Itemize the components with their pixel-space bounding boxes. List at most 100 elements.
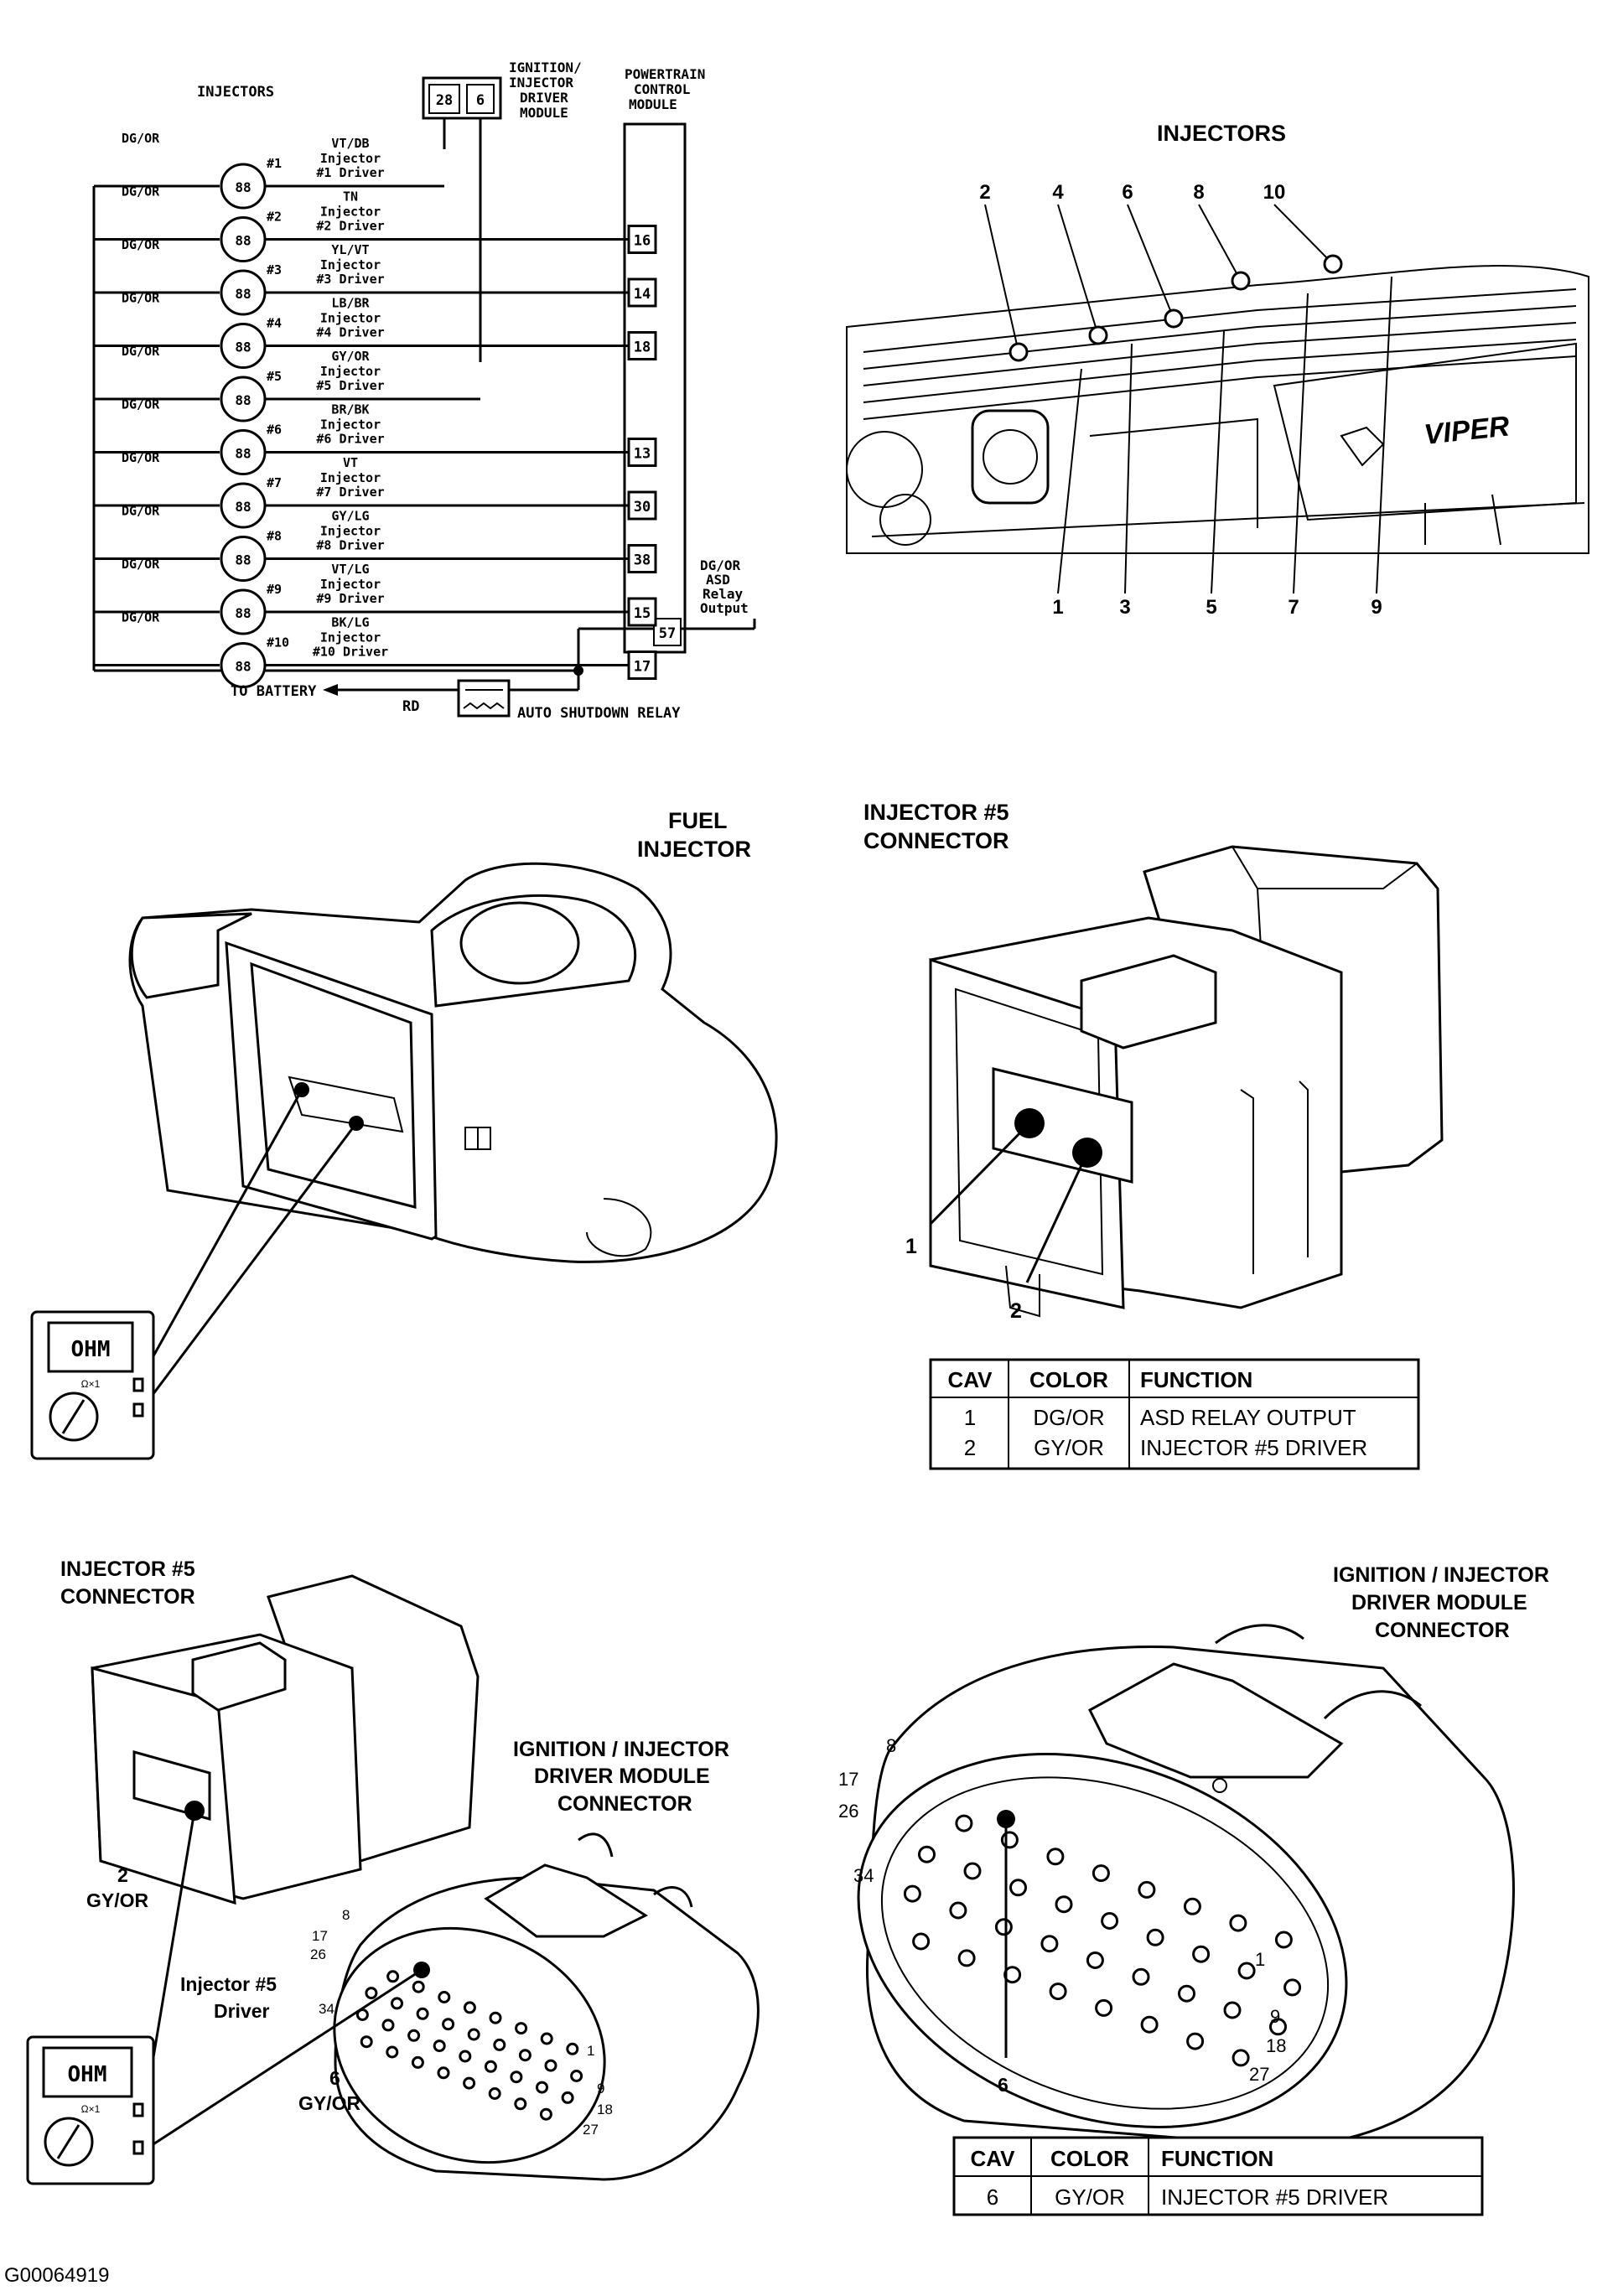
ohmmeter-1-display — [47, 1321, 134, 1373]
inj5-table: CAV COLOR FUNCTION 1 DG/OR ASD RELAY OUT… — [929, 1358, 1420, 1470]
connector-cavity — [1138, 1880, 1156, 1899]
injector-number: #8 — [267, 529, 282, 544]
fuel-injector-title-1: FUEL — [668, 808, 728, 833]
connector-cavity — [1269, 2018, 1287, 2036]
idm-pin-6-label: 6 — [476, 92, 485, 109]
inj5-side-rails — [1240, 1081, 1309, 1274]
ground-label: DG/OR — [122, 397, 160, 412]
injector-symbol-label: 88 — [235, 659, 251, 675]
bl-idm-cavities — [355, 1970, 583, 2121]
injector-number: #4 — [267, 316, 282, 331]
bl-cav-27: 27 — [583, 2122, 599, 2138]
connector-cavity — [1283, 1978, 1302, 1997]
br-cav-27: 27 — [1249, 2064, 1269, 2085]
bl-driver-label-2: Driver — [214, 2000, 270, 2022]
bl-pin2-label-2: GY/OR — [86, 1889, 149, 1911]
pcm-label-1: POWERTRAIN — [625, 66, 705, 82]
engine-callout-top-line — [1273, 204, 1334, 265]
bl-idm-latch-tab-1 — [578, 1832, 614, 1858]
pcm-pin-label: 18 — [634, 339, 651, 356]
connector-cavity — [493, 2038, 506, 2051]
engine-callout-top-line — [1127, 204, 1174, 319]
ohmmeter-1-dial-pointer — [61, 1399, 86, 1434]
ohmmeter-1-jack-2 — [132, 1402, 144, 1418]
viper-emblem — [1340, 426, 1385, 467]
wire-desc-2: #7 Driver — [316, 485, 384, 500]
connector-cavity — [514, 2097, 527, 2111]
inj5-title-2: CONNECTOR — [863, 828, 1009, 853]
br-idm-face — [857, 1753, 1348, 2128]
injector-number: #6 — [267, 422, 282, 438]
connector-cavity — [1132, 1967, 1150, 1986]
connector-cavity — [360, 2035, 373, 2049]
inj5-table-r2-function: INJECTOR #5 DRIVER — [1140, 1435, 1367, 1460]
connector-cavity — [949, 1901, 967, 1920]
connector-cavity — [365, 1987, 378, 2000]
intake-runners — [863, 288, 1577, 420]
connector-cavity — [540, 2032, 553, 2045]
connector-cavity — [463, 2076, 476, 2090]
wire-color: VT/LG — [331, 562, 369, 577]
idm-pin-28-label: 28 — [436, 92, 453, 109]
bottom-left-panel: INJECTOR #5 CONNECTOR 2 GY/OR IGNITION /… — [26, 1557, 760, 2185]
inj5-notch — [1005, 1265, 1040, 1318]
connector-cavity — [1146, 1928, 1164, 1946]
br-cav-8: 8 — [886, 1735, 896, 1756]
injector-symbol-label: 88 — [235, 179, 251, 195]
idm-pin-28 — [428, 84, 460, 114]
bl-idm-title-3: CONNECTOR — [557, 1792, 692, 1816]
engine-callout-top-label: 6 — [1122, 181, 1133, 204]
wire-desc-2: #1 Driver — [316, 165, 384, 180]
battery-arrow — [323, 684, 338, 696]
engine-callout-bottom-label: 1 — [1052, 596, 1063, 619]
connector-cavity — [416, 2007, 429, 2020]
br-cav-18: 18 — [1266, 2035, 1286, 2056]
engine-callout-bottom-line — [1211, 330, 1225, 594]
connector-cavity — [1192, 1945, 1211, 1963]
br-idm-latch — [1088, 1662, 1344, 1779]
bl-inj5-latch — [191, 1641, 287, 1712]
engine-callout-bottom-line — [1124, 343, 1133, 594]
bl-cav-9: 9 — [597, 2081, 604, 2096]
ohmmeter-2-display — [42, 2046, 133, 2098]
connector-cavity — [1237, 1962, 1256, 1980]
connector-cavity — [1092, 1864, 1110, 1883]
ohmmeter-2-jack-1 — [132, 2102, 144, 2117]
connector-cavity — [1101, 1912, 1119, 1930]
bl-cav-17: 17 — [312, 1928, 328, 1944]
injector-marker — [1164, 308, 1184, 329]
br-table-r1-cav: 6 — [987, 2185, 998, 2210]
connector-cavity — [1186, 2032, 1205, 2050]
ohmmeter-2-range: Ω×1 — [81, 2103, 101, 2115]
connector-cavity — [391, 1997, 403, 2010]
connector-cavity — [1086, 1951, 1104, 1969]
connector-cavity — [1178, 1984, 1195, 2003]
connector-cavity — [459, 2050, 472, 2063]
injector-number: #2 — [267, 210, 282, 225]
br-idm-latch-tab-1 — [1215, 1624, 1304, 1645]
inj5-table-header-color: COLOR — [1029, 1367, 1108, 1392]
inj5-callout-1 — [929, 1122, 1031, 1226]
ohmmeter-1: OHM Ω×1 — [30, 1310, 155, 1460]
asd-label-4: Output — [700, 600, 749, 616]
bottom-right-panel: IGNITION / INJECTOR DRIVER MODULE CONNEC… — [838, 1563, 1549, 2216]
br-idm-latch-tab-2 — [1323, 1690, 1422, 1720]
rd-label: RD — [402, 698, 419, 715]
inj5-table-frame — [929, 1358, 1420, 1470]
connector-cavity — [1055, 1895, 1073, 1914]
wire-color: BR/BK — [331, 402, 369, 417]
injector-bore — [459, 901, 580, 985]
pcm-pin-label: 17 — [634, 659, 651, 676]
engine-callout-top-label: 8 — [1193, 181, 1204, 204]
inj5-pin-2-label: 2 — [1010, 1299, 1022, 1323]
injector-number: #1 — [267, 156, 282, 171]
wire-desc-1: Injector — [320, 470, 381, 485]
bl-probe-lead-2 — [143, 1968, 423, 2152]
engine-lower-detail — [871, 417, 1585, 546]
br-table-header-cav: CAV — [971, 2146, 1016, 2171]
inj5-table-r1-cav: 1 — [964, 1405, 976, 1430]
pcm-pin-box — [627, 331, 657, 360]
ohmmeter-1-jack-1 — [132, 1377, 144, 1392]
engine-callout-bottom-line — [1376, 276, 1392, 594]
